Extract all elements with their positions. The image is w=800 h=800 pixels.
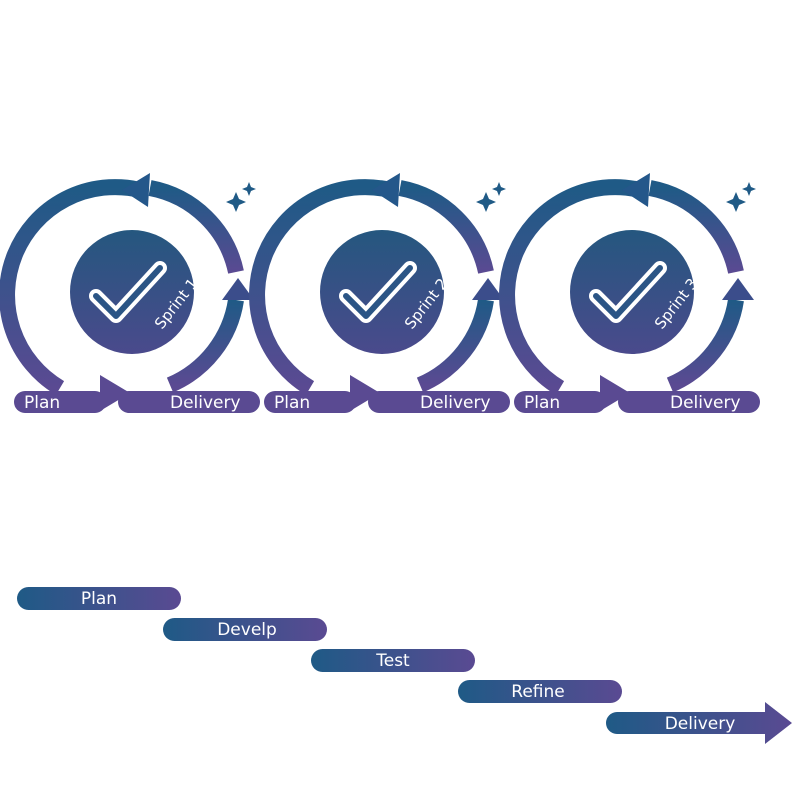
delivery-label: Delivery [170,393,241,413]
step-label: Test [375,651,410,671]
waterfall-step-final: Delivery [606,702,792,744]
sprint-cycle: Sprint 3 Plan Delivery [499,173,760,413]
sparkle-icon [226,182,256,212]
sparkle-icon [726,182,756,212]
checkmark-icon [89,261,167,323]
step-label: Plan [81,589,117,609]
plan-pill [514,391,606,413]
step-bar [163,618,327,641]
plan-label: Plan [274,393,310,413]
delivery-pill [118,391,260,413]
cycle-arrow-icon [499,173,754,411]
step-bar [17,587,181,610]
waterfall-step: Plan [17,587,181,610]
step-bar [311,649,475,672]
step-label: Delivery [665,714,736,734]
step-label: Refine [511,682,564,702]
sparkle-icon [476,182,506,212]
delivery-label: Delivery [420,393,491,413]
step-bar [458,680,622,703]
checkmark-icon [589,261,667,323]
sprint-cycle: Sprint 2 Plan Delivery [249,173,510,413]
sprint-cycle: Sprint 1 Plan Delivery [0,173,260,413]
waterfall-step: Test [311,649,475,672]
waterfall-step: Develp [163,618,327,641]
waterfall-step: Refine [458,680,622,703]
plan-pill [264,391,356,413]
step-label: Develp [217,620,277,640]
plan-label: Plan [24,393,60,413]
delivery-arrow-icon [606,702,792,744]
cycle-arrow-icon [249,173,504,411]
delivery-label: Delivery [670,393,741,413]
plan-label: Plan [524,393,560,413]
waterfall-steps: Plan Develp Test Refine Delivery [17,587,792,744]
plan-pill [14,391,106,413]
checkmark-icon [339,261,417,323]
delivery-pill [618,391,760,413]
delivery-pill [368,391,510,413]
cycle-arrow-icon [0,173,254,411]
